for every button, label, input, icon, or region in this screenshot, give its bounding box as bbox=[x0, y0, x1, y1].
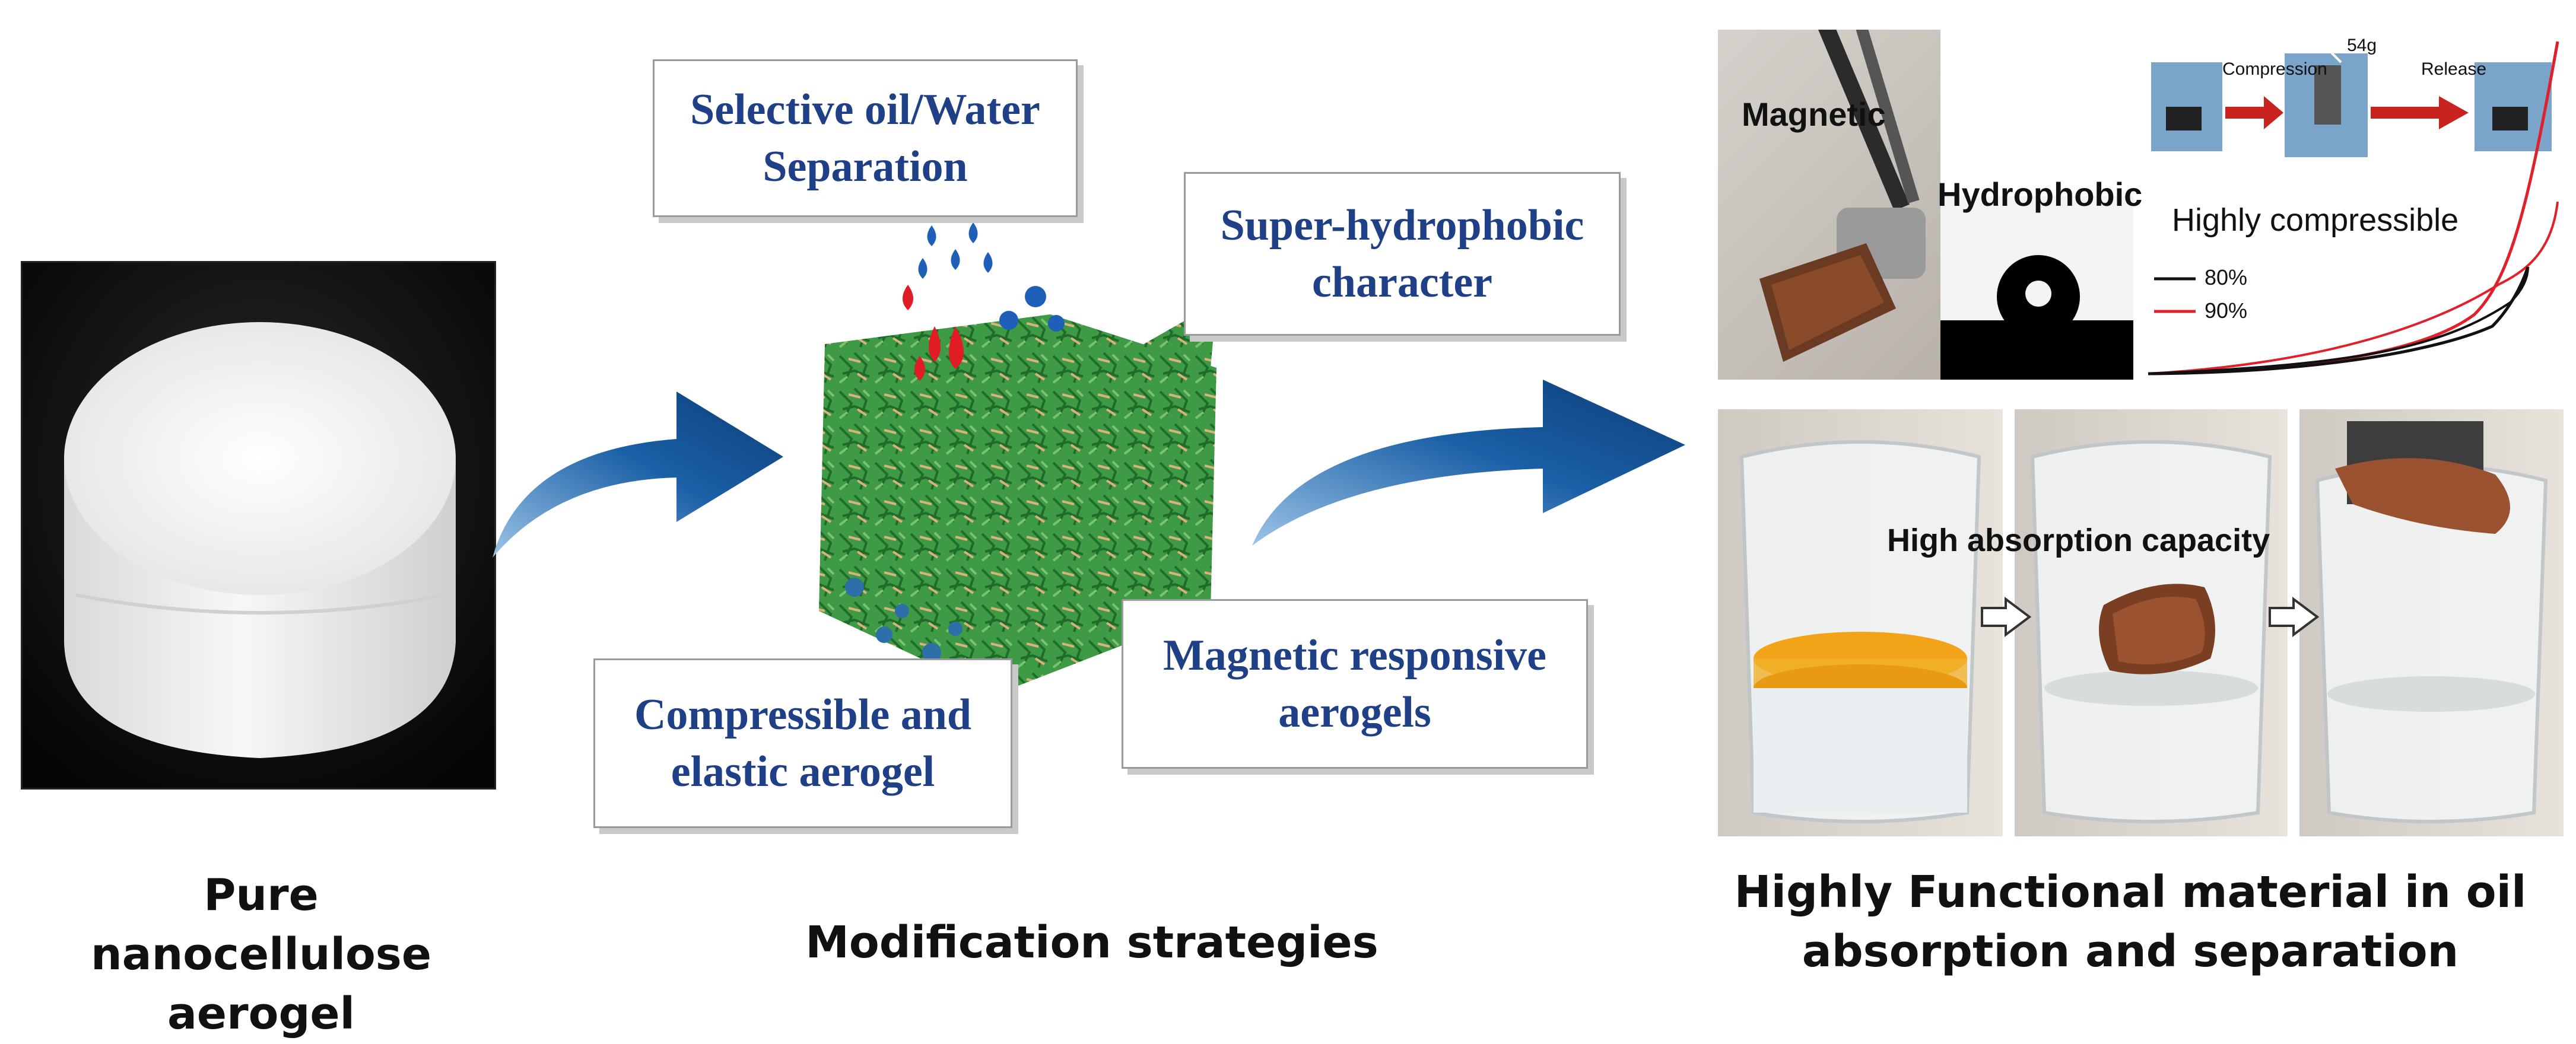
step-arrow-2 bbox=[2269, 597, 2320, 637]
compressible-title: Highly compressible bbox=[2172, 202, 2459, 238]
callout-oil-water-text: Selective oil/Water Separation bbox=[690, 85, 1040, 191]
beaker-absorbing-illustration bbox=[2030, 440, 2272, 823]
aerogel-photo bbox=[21, 261, 496, 790]
callout-compressible-text: Compressible and elastic aerogel bbox=[634, 690, 972, 796]
oil-water-droplets bbox=[903, 222, 1065, 381]
callout-magnetic-text: Magnetic responsive aerogels bbox=[1162, 631, 1547, 737]
callout-oil-water-separation: Selective oil/Water Separation bbox=[653, 59, 1078, 217]
hydrophobic-label: Hydrophobic bbox=[1937, 176, 2143, 213]
hydrophobic-photo bbox=[1940, 196, 2133, 380]
callout-super-hydrophobic: Super-hydrophobic character bbox=[1184, 172, 1621, 336]
compression-curve-plot bbox=[2148, 41, 2559, 375]
arrow-to-modification bbox=[493, 392, 783, 558]
magnetic-label: Magnetic bbox=[1742, 96, 1886, 133]
release-label: Release bbox=[2421, 59, 2487, 79]
absorption-label: High absorption capacity bbox=[1887, 523, 2270, 558]
caption-modification-strategies: Modification strategies bbox=[805, 917, 1378, 968]
beaker-absorbing-photo bbox=[2015, 409, 2288, 836]
beaker-clean-illustration bbox=[2315, 421, 2548, 823]
compression-panel bbox=[2142, 30, 2564, 380]
weight-label: 54g bbox=[2347, 36, 2377, 55]
callout-magnetic-responsive: Magnetic responsive aerogels bbox=[1122, 599, 1588, 769]
caption-pure-aerogel: Pure nanocellulose aerogel bbox=[90, 870, 432, 1039]
caption-functional-material: Highly Functional material in oil absorp… bbox=[1734, 867, 2527, 977]
water-droplet-contact-angle bbox=[1940, 255, 2133, 380]
beaker-oil-photo bbox=[1718, 409, 2003, 836]
callout-hydrophobic-text: Super-hydrophobic character bbox=[1220, 200, 1584, 307]
callout-compressible-elastic: Compressible and elastic aerogel bbox=[593, 658, 1012, 828]
magnetic-photo bbox=[1718, 30, 1940, 380]
step-arrow-1 bbox=[1981, 597, 2032, 637]
beaker-clean-photo bbox=[2299, 409, 2564, 836]
arrow-to-functional bbox=[1252, 380, 1685, 546]
legend-80: 80% bbox=[2205, 265, 2248, 289]
compression-label: Compression bbox=[2222, 59, 2327, 79]
legend-90: 90% bbox=[2205, 298, 2248, 323]
beaker-oil-illustration bbox=[1739, 440, 1981, 823]
aerogel-cylinder-illustration bbox=[23, 263, 494, 788]
tweezers-magnet-illustration bbox=[1759, 30, 1926, 362]
